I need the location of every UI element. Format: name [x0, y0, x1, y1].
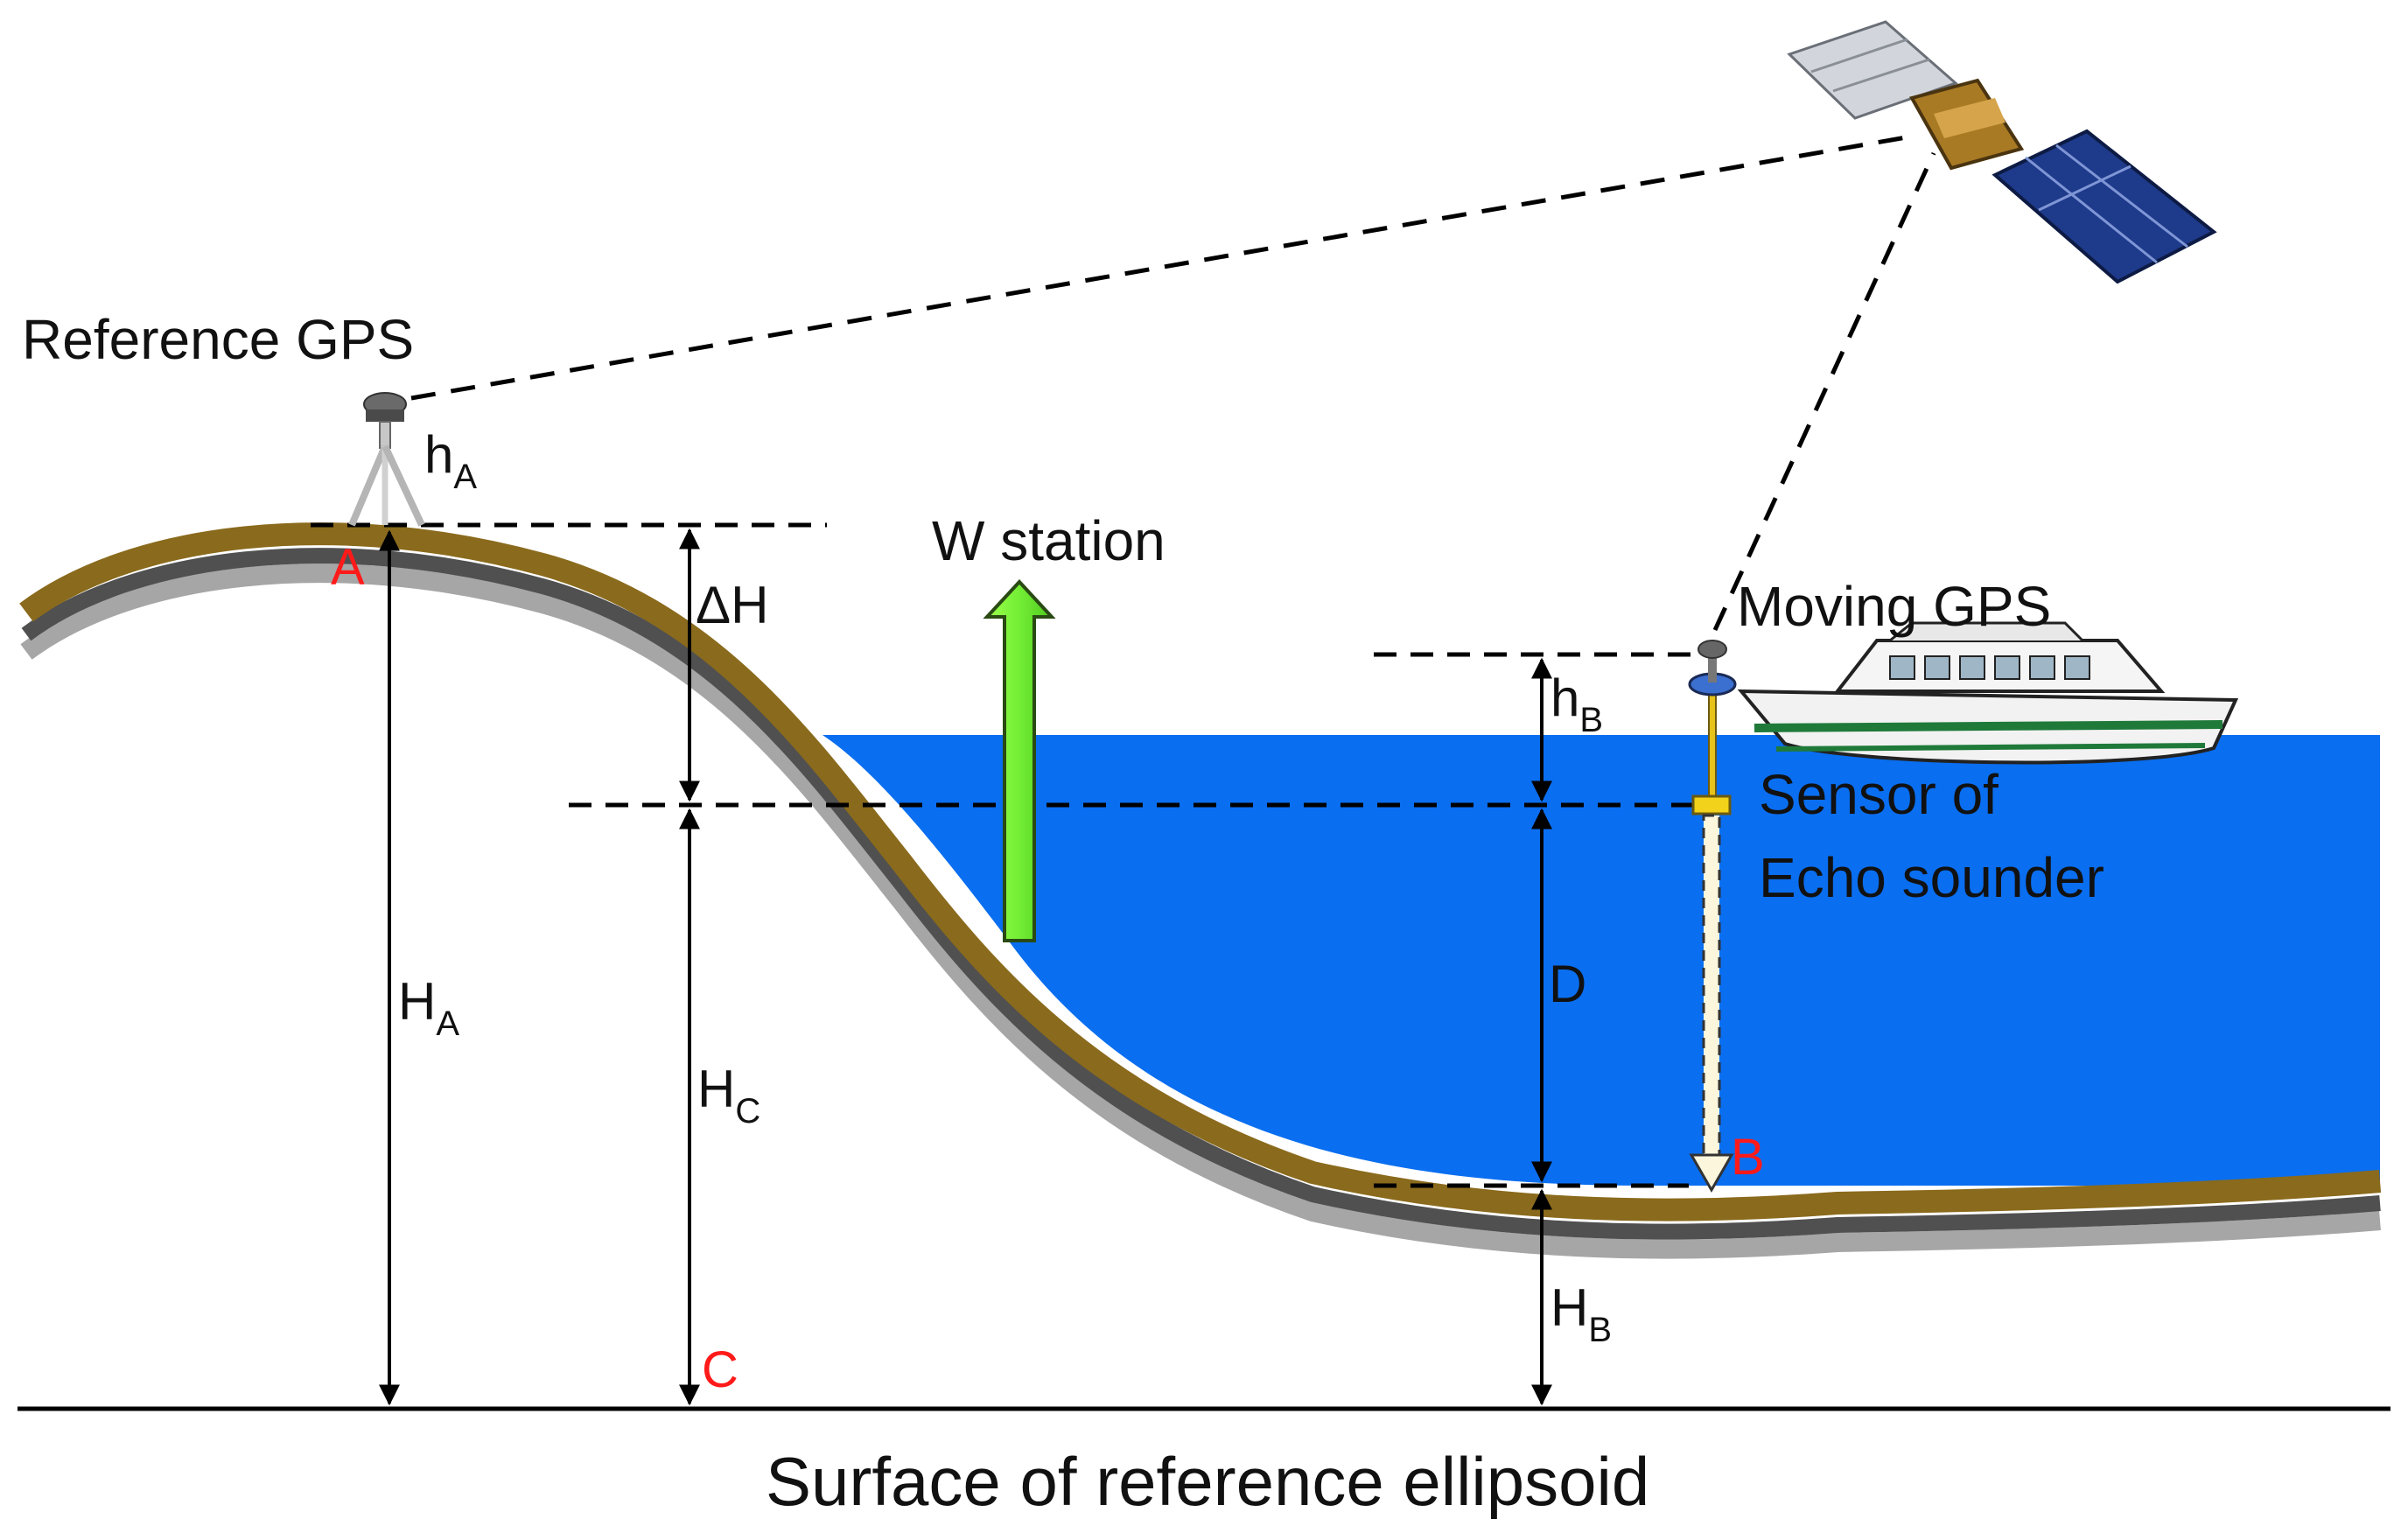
echo-sounder-sensor: [1691, 794, 1732, 816]
h-A-label: hA: [424, 425, 477, 496]
point-c-label: C: [702, 1341, 738, 1398]
sensor-label-line1: Sensor of: [1759, 763, 1998, 826]
reference-dashed-lines: [311, 522, 1706, 1188]
H-B-label: HB: [1550, 1278, 1612, 1349]
point-a-label: A: [331, 539, 365, 596]
w-station-label: W station: [932, 509, 1166, 572]
water-body: [822, 735, 2380, 1186]
sensor-label-line2: Echo sounder: [1759, 846, 2104, 909]
ground-surface: [19, 522, 2382, 1222]
d-label: D: [1549, 955, 1586, 1013]
point-b-label: B: [1731, 1129, 1765, 1186]
reference-gps-label: Reference GPS: [22, 308, 414, 371]
moving-gps-antenna: [1688, 640, 1737, 696]
echo-sounder: [1689, 690, 1734, 1194]
H-A-label: HA: [398, 972, 459, 1043]
boat-icon: [1737, 621, 2239, 765]
dimension-arrows: [379, 528, 1552, 1406]
H-C-label: HC: [697, 1060, 760, 1130]
ground-underlayer: [20, 564, 2381, 1259]
moving-gps-label: Moving GPS: [1737, 575, 2051, 638]
satellite-icon: [1787, 20, 2217, 284]
surface-label: Surface of reference ellipsoid: [766, 1443, 1649, 1520]
ground-shadow: [21, 548, 2381, 1240]
delta-h-label: ΔH: [696, 576, 768, 634]
satellite-signal-lines: [410, 133, 1936, 632]
reference-gps-antenna: [348, 392, 425, 527]
w-station-arrow: [983, 579, 1056, 942]
h-B-label: hB: [1550, 668, 1603, 739]
